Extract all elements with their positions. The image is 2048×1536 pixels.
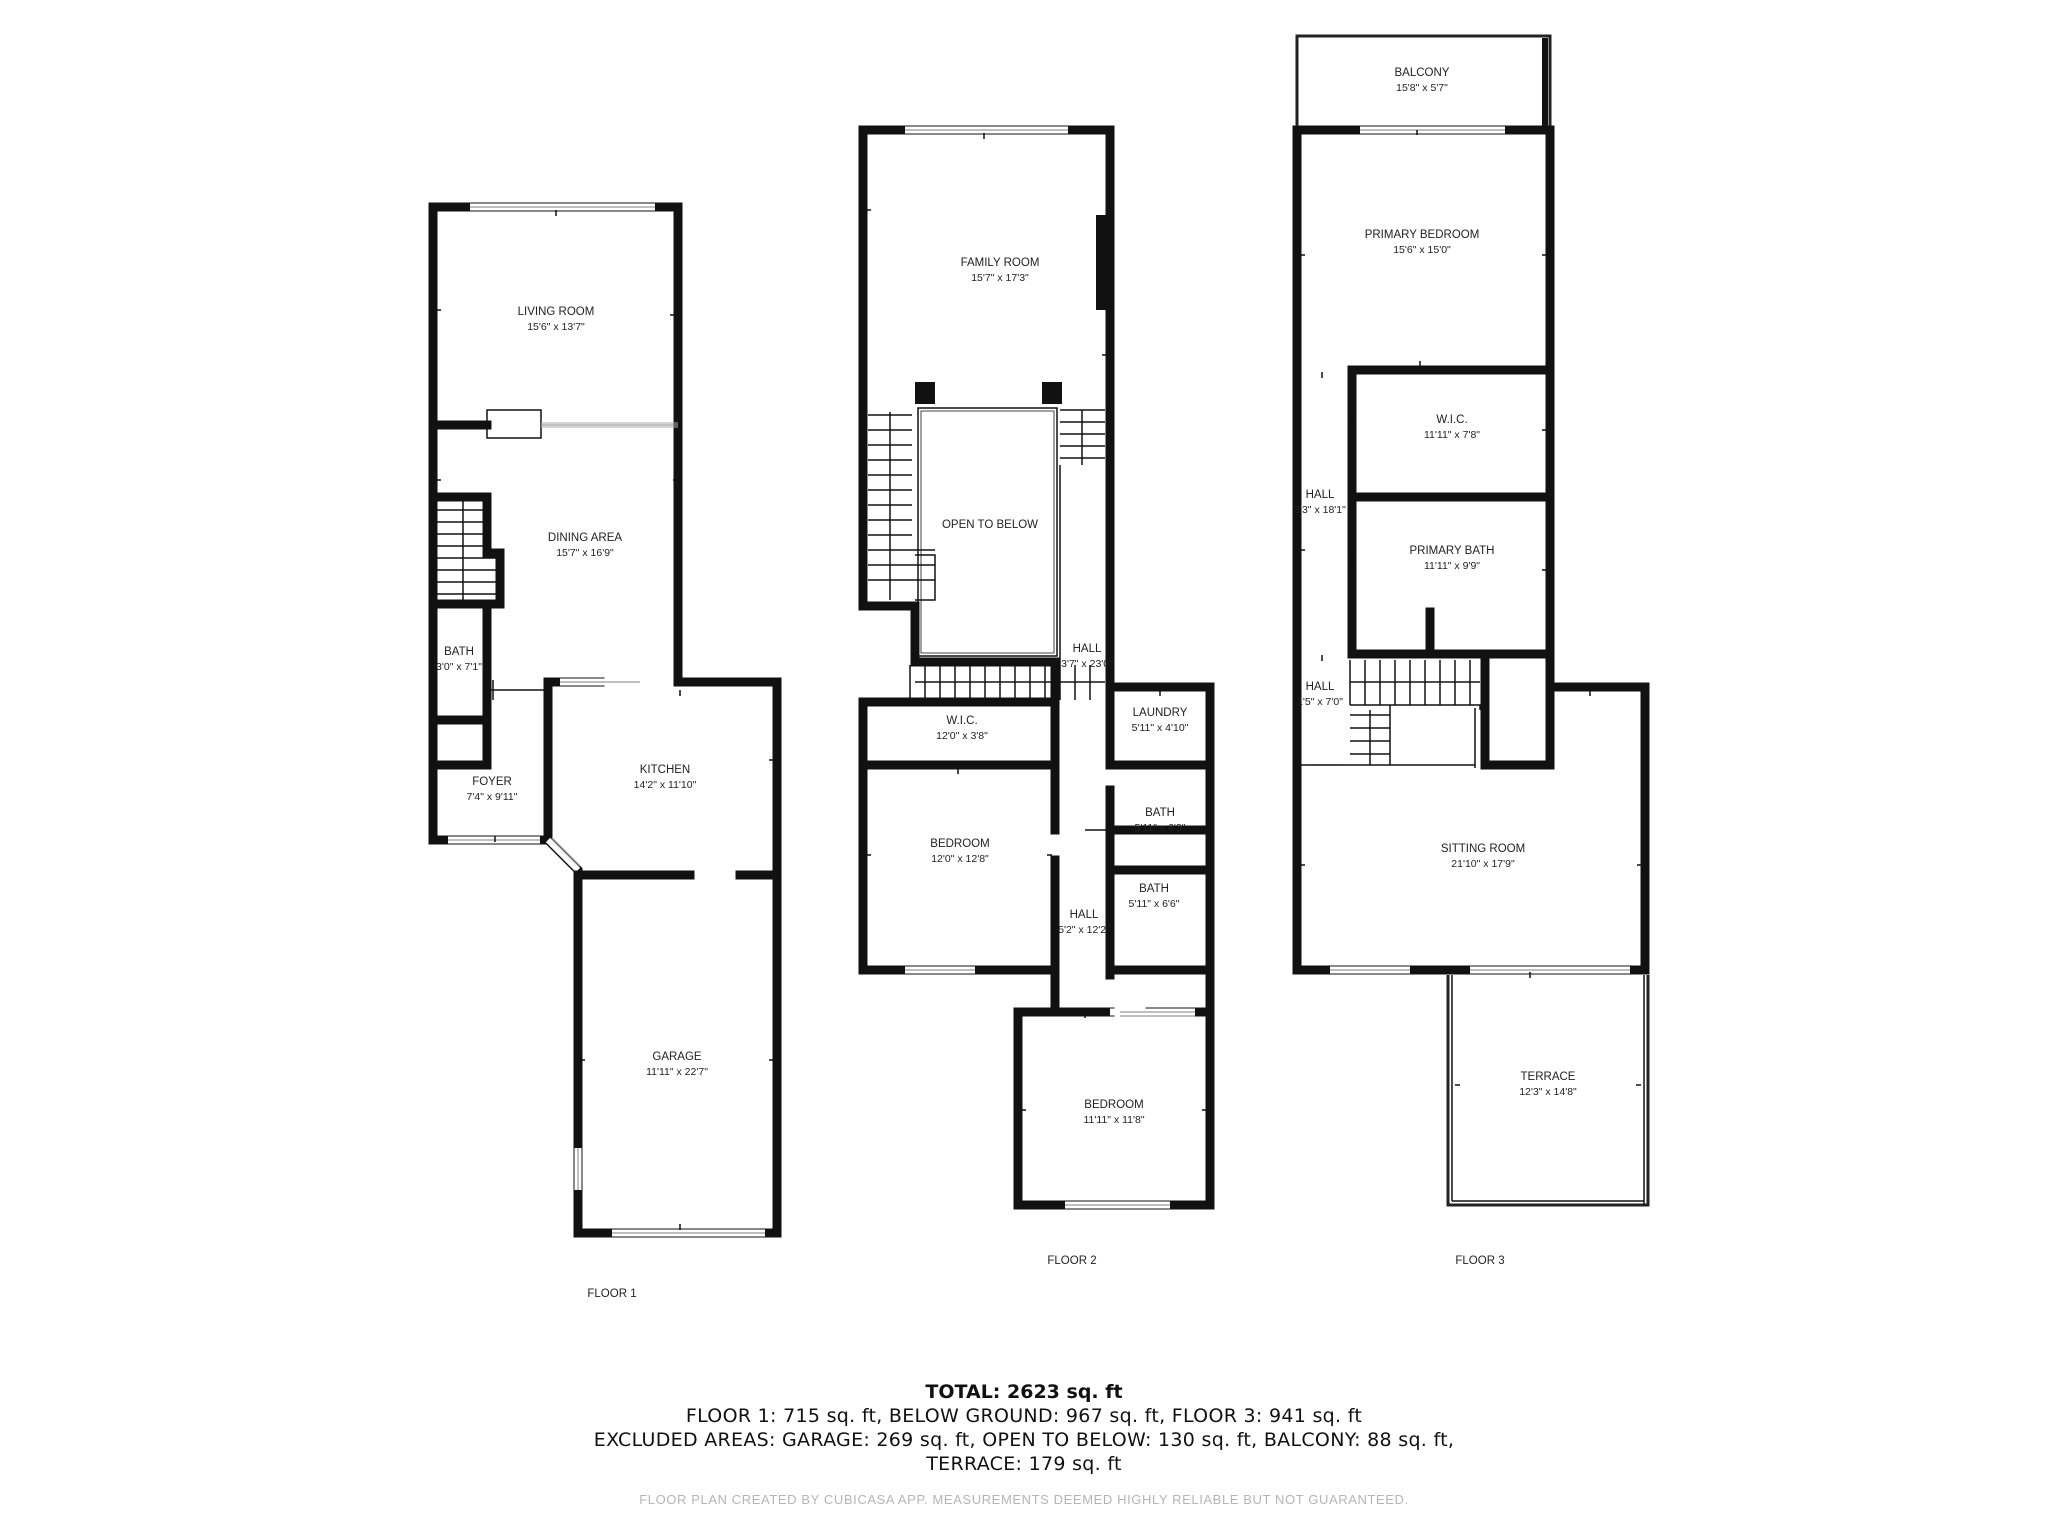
room-name: PRIMARY BATH xyxy=(1410,545,1495,557)
column xyxy=(915,382,935,404)
room-dims: 15'6" x 13'7" xyxy=(527,321,585,333)
room-name: TERRACE xyxy=(1521,1071,1576,1083)
room-name: W.I.C. xyxy=(946,715,977,727)
floor-2-walls xyxy=(858,125,1215,1210)
room-dims: 1'5" x 7'0" xyxy=(1297,696,1343,708)
floor-2-plan xyxy=(858,125,1215,1210)
room-name: BATH xyxy=(1145,807,1175,819)
fireplace xyxy=(1096,215,1108,310)
room-dims: 12'3" x 14'8" xyxy=(1519,1086,1577,1098)
stairs-floor-3 xyxy=(1349,660,1481,765)
room-dims: 12'0" x 3'8" xyxy=(936,730,988,742)
floor-label: FLOOR 3 xyxy=(1455,1255,1504,1267)
room-name: OPEN TO BELOW xyxy=(942,519,1038,531)
room-name: KITCHEN xyxy=(640,764,690,776)
fireplace-box xyxy=(486,409,542,439)
floor-3-walls xyxy=(1292,125,1650,975)
floor-label: FLOOR 2 xyxy=(1047,1255,1096,1267)
room-dims: 5'11" x 6'6" xyxy=(1129,898,1180,910)
stairs-floor-2-left xyxy=(868,412,936,601)
area-breakdown-line-1: FLOOR 1: 715 sq. ft, BELOW GROUND: 967 s… xyxy=(685,1405,1363,1427)
area-summary: TOTAL: 2623 sq. ft FLOOR 1: 715 sq. ft, … xyxy=(0,1380,2048,1476)
room-name: GARAGE xyxy=(652,1051,702,1063)
column xyxy=(1042,382,1062,404)
room-name: DINING AREA xyxy=(548,532,622,544)
room-dims: 5'11" x 4'10" xyxy=(1132,722,1189,734)
room-name: BATH xyxy=(1139,883,1169,895)
room-name: BALCONY xyxy=(1395,67,1450,79)
room-dims: 12'0" x 12'8" xyxy=(931,853,989,865)
room-name: SITTING ROOM xyxy=(1441,843,1525,855)
room-dims: 5'11" x 6'3" xyxy=(1135,822,1186,834)
room-name: BEDROOM xyxy=(930,838,989,850)
floor-3-plan xyxy=(1292,34,1650,1207)
balcony-railing xyxy=(1295,34,1552,130)
room-name: BATH xyxy=(444,646,474,658)
room-dims: 15'7" x 17'3" xyxy=(971,272,1029,284)
total-area: TOTAL: 2623 sq. ft xyxy=(925,1381,1123,1403)
area-breakdown-line-3: TERRACE: 179 sq. ft xyxy=(926,1453,1122,1475)
room-name: HALL xyxy=(1306,681,1335,693)
stairs-floor-1 xyxy=(437,500,496,600)
terrace-railing xyxy=(1446,975,1650,1207)
room-dims: 14'2" x 11'10" xyxy=(634,779,697,791)
room-dims: 5'2" x 12'2" xyxy=(1058,924,1110,936)
room-name: FOYER xyxy=(472,776,512,788)
room-dims: 3'3" x 18'1" xyxy=(1294,504,1346,516)
room-dims: 11'11" x 22'7" xyxy=(646,1066,708,1078)
room-dims: 11'11" x 9'9" xyxy=(1424,560,1480,572)
room-dims: 11'11" x 7'8" xyxy=(1424,429,1480,441)
room-dims: 11'11" x 11'8" xyxy=(1083,1114,1144,1126)
area-breakdown-line-2: EXCLUDED AREAS: GARAGE: 269 sq. ft, OPEN… xyxy=(593,1429,1455,1451)
room-name: BEDROOM xyxy=(1084,1099,1143,1111)
room-dims: 3'7" x 23'0" xyxy=(1061,658,1113,670)
open-to-below-area xyxy=(917,407,1058,657)
floor-1-plan xyxy=(428,202,782,1238)
room-dims: 15'8" x 5'7" xyxy=(1396,82,1448,94)
disclaimer: FLOOR PLAN CREATED BY CUBICASA APP. MEAS… xyxy=(639,1492,1409,1507)
room-name: LIVING ROOM xyxy=(518,306,595,318)
room-dims: 21'10" x 17'9" xyxy=(1451,858,1515,870)
room-dims: 7'4" x 9'11" xyxy=(467,791,518,803)
room-name: FAMILY ROOM xyxy=(961,257,1040,269)
room-name: HALL xyxy=(1306,489,1335,501)
room-labels: LIVING ROOM 15'6" x 13'7" DINING AREA 15… xyxy=(436,67,1577,1126)
room-dims: 3'0" x 7'1" xyxy=(436,661,482,673)
room-name: HALL xyxy=(1073,643,1102,655)
stairs-floor-2-bottom xyxy=(909,665,1105,700)
room-dims: 15'6" x 15'0" xyxy=(1393,244,1451,256)
room-name: LAUNDRY xyxy=(1133,707,1188,719)
stairs-floor-2-right xyxy=(1059,409,1105,665)
floor-label: FLOOR 1 xyxy=(587,1288,636,1300)
room-name: PRIMARY BEDROOM xyxy=(1365,229,1480,241)
room-name: HALL xyxy=(1070,909,1099,921)
room-name: W.I.C. xyxy=(1436,414,1467,426)
room-dims: 15'7" x 16'9" xyxy=(556,547,614,559)
